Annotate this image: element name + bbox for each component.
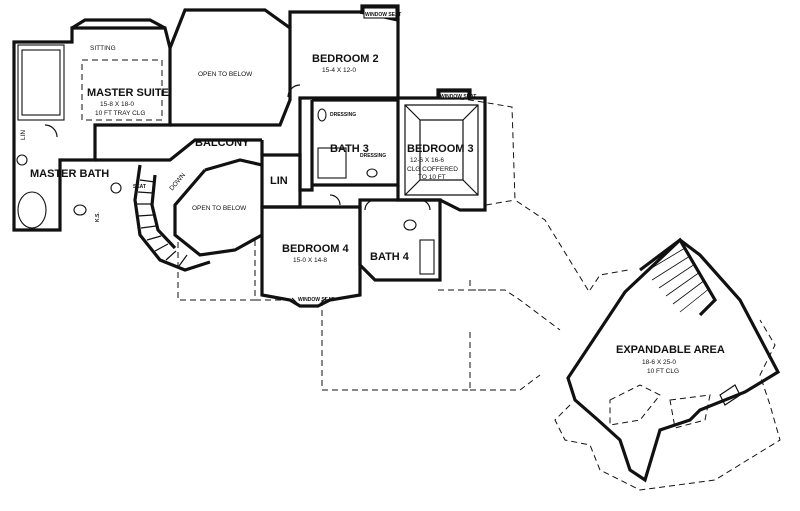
sitting-label: SITTING (90, 45, 116, 52)
down-label: DOWN (168, 172, 187, 192)
expandable-dims: 18-6 X 25-0 (642, 359, 676, 366)
bedroom2-dims: 15-4 X 12-0 (322, 67, 356, 74)
expandable-title: EXPANDABLE AREA (616, 344, 725, 356)
bedroom3-note1: CLG COFFERED (407, 166, 458, 173)
bedroom4-title: BEDROOM 4 (282, 243, 350, 255)
open-to-below-2-label: OPEN TO BELOW (192, 205, 247, 212)
window-seat-1-label: WINDOW SEAT (365, 12, 401, 18)
dashed-outlines (177, 96, 781, 491)
bath3-label: BATH 3 (330, 143, 369, 155)
expandable-note: 10 FT CLG (647, 368, 679, 375)
dressing-2-label: DRESSING (360, 153, 386, 159)
bath4-label: BATH 4 (370, 251, 410, 263)
exterior-walls (12, 4, 487, 308)
room-labels: SITTING MASTER SUITE 15-8 X 18-0 10 FT T… (20, 12, 725, 375)
balcony-label: BALCONY (195, 137, 250, 149)
bedroom3-note2: TO 10 FT (418, 174, 446, 181)
bedroom4-dims: 15-0 X 14-8 (293, 257, 327, 264)
master-suite-note: 10 FT TRAY CLG (95, 110, 145, 117)
window-seat-2-label: WINDOW SEAT (440, 94, 476, 100)
seat-label: SEAT (133, 184, 146, 190)
master-suite-title: MASTER SUITE (87, 87, 169, 99)
open-to-below-1-label: OPEN TO BELOW (198, 71, 253, 78)
lin-1-label: LIN (20, 130, 27, 140)
bedroom3-dims: 12-6 X 16-6 (410, 157, 444, 164)
expandable-area-walls (566, 237, 781, 483)
window-seat-3-label: WINDOW SEAT (298, 297, 334, 303)
master-bath-label: MASTER BATH (30, 168, 109, 180)
bedroom2-title: BEDROOM 2 (312, 53, 379, 65)
bedroom3-title: BEDROOM 3 (407, 143, 474, 155)
ks-label: K.S. (95, 212, 101, 222)
dressing-1-label: DRESSING (330, 112, 356, 118)
fixtures (16, 7, 479, 307)
lin-2-label: LIN (270, 175, 288, 187)
master-suite-dims: 15-8 X 18-0 (100, 101, 134, 108)
